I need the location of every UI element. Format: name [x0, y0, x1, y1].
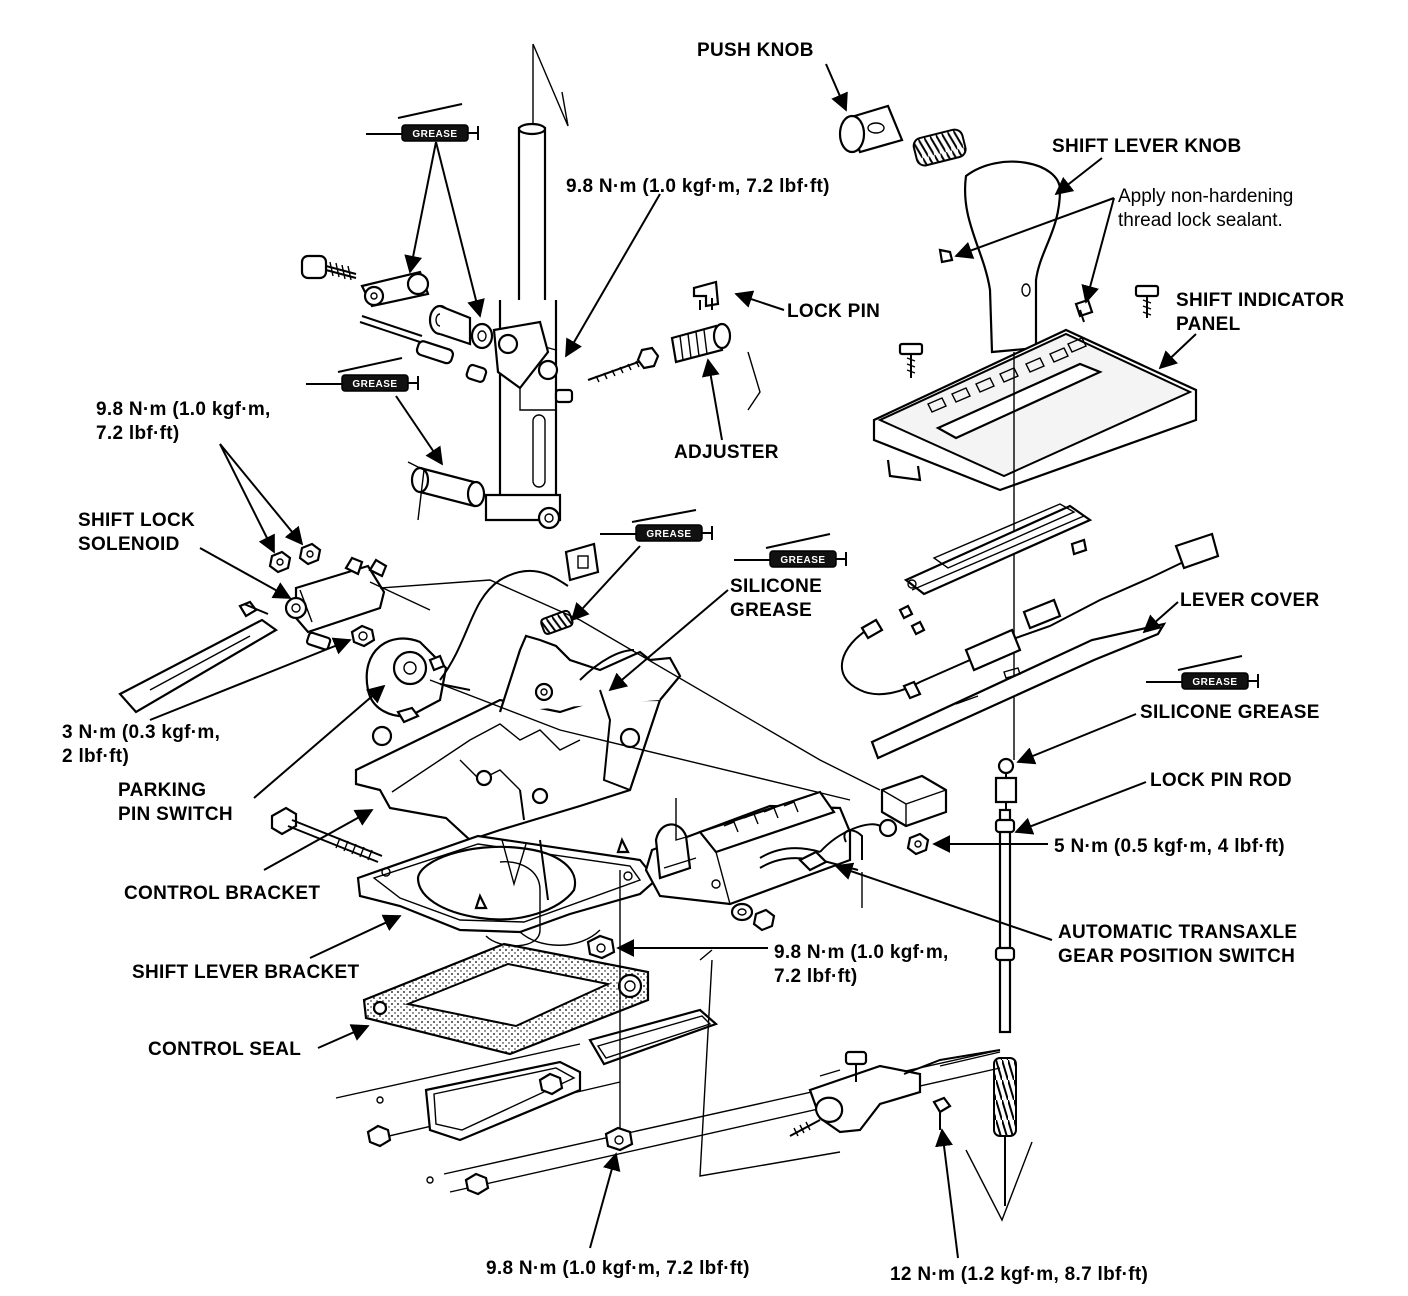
label-atx-line1: AUTOMATIC TRANSAXLE	[1058, 922, 1297, 943]
shift-cable-bracket	[789, 1049, 1001, 1137]
wire-connector-middle	[564, 542, 600, 582]
label-shift-indicator-line2: PANEL	[1176, 314, 1241, 335]
panel-screw-left	[898, 342, 924, 378]
switch-guide-mark	[675, 798, 691, 841]
detent-spring	[540, 609, 574, 635]
label-torque-3nm-line1: 3 N·m (0.3 kgf·m,	[62, 722, 220, 743]
label-silicone-grease-right: SILICONE GREASE	[1140, 702, 1320, 723]
pivot-bolt-upper	[300, 254, 357, 281]
solenoid-link-bar	[118, 600, 332, 714]
label-torque-left-line2: 7.2 lbf·ft)	[96, 423, 180, 444]
label-silicone-grease-mid-line1: SILICONE	[730, 576, 822, 597]
label-control-seal: CONTROL SEAL	[148, 1039, 301, 1060]
label-torque-bottom-right: 12 N·m (1.2 kgf·m, 8.7 lbf·ft)	[890, 1264, 1148, 1285]
bushing-grease-left	[407, 461, 486, 521]
grease-tag: GREASE	[780, 555, 825, 566]
pin-rod-left	[359, 315, 488, 383]
shift-indicator-screw	[1134, 284, 1160, 318]
assembly-guide-line	[369, 581, 431, 611]
label-atx-line2: GEAR POSITION SWITCH	[1058, 946, 1295, 967]
label-shift-lever-knob: SHIFT LEVER KNOB	[1052, 136, 1242, 157]
label-silicone-grease-mid-line2: GREASE	[730, 600, 812, 621]
knob-spring	[912, 128, 967, 167]
label-push-knob: PUSH KNOB	[697, 40, 814, 61]
leader-arrows	[149, 63, 1197, 1259]
shift-lever-knob-part	[938, 160, 1094, 354]
label-lever-cover: LEVER COVER	[1180, 590, 1320, 611]
label-torque-mid-line1: 9.8 N·m (1.0 kgf·m,	[774, 942, 949, 963]
adjuster-part	[587, 322, 732, 383]
indicator-slider-plate	[903, 503, 1093, 596]
gear-switch-connector	[880, 774, 948, 828]
nut-3nm	[350, 624, 376, 648]
solenoid-nuts	[268, 542, 322, 574]
boot-ring	[588, 1008, 719, 1066]
control-seal-part	[362, 942, 650, 1056]
assembly-guide-line	[429, 679, 851, 801]
shift-lever-bracket-part	[356, 834, 658, 947]
washer-and-nut-5nm	[878, 818, 930, 856]
gear-position-switch-part	[644, 790, 852, 906]
control-bracket-part	[354, 634, 682, 842]
label-lock-pin: LOCK PIN	[787, 301, 880, 322]
pivot-link-arm	[360, 270, 430, 308]
floor-plate	[335, 1043, 1001, 1196]
bushing-upper	[428, 304, 494, 350]
shift-lock-solenoid-part	[284, 556, 388, 634]
lock-pin-part	[692, 280, 720, 310]
grease-tag: GREASE	[412, 129, 457, 140]
grease-tag: GREASE	[1192, 677, 1237, 688]
parking-pin-switch-part	[365, 637, 471, 724]
label-parking-pin-line1: PARKING	[118, 780, 206, 801]
lock-pin-rod-part	[965, 757, 1033, 1222]
label-parking-pin-line2: PIN SWITCH	[118, 804, 233, 825]
grease-tag: GREASE	[352, 379, 397, 390]
label-shift-lock-line2: SOLENOID	[78, 534, 180, 555]
grease-tube-icon-top: GREASE	[366, 103, 479, 142]
label-adjuster: ADJUSTER	[674, 442, 779, 463]
lever-cover-part	[870, 622, 1167, 760]
washer-and-nut-lower	[730, 902, 776, 932]
nut-bottom-center	[604, 1126, 634, 1152]
label-torque-left-line1: 9.8 N·m (1.0 kgf·m,	[96, 399, 271, 420]
grease-tube-icon-silicone-mid: GREASE	[734, 533, 847, 568]
nut-mid-center	[586, 934, 616, 960]
label-shift-indicator-line1: SHIFT INDICATOR	[1176, 290, 1344, 311]
label-sealant-line1: Apply non-hardening	[1118, 186, 1293, 207]
label-torque-3nm-line2: 2 lbf·ft)	[62, 746, 129, 767]
grease-tag: GREASE	[646, 529, 691, 540]
label-shift-lever-bracket: SHIFT LEVER BRACKET	[132, 962, 359, 983]
label-sealant-line2: thread lock sealant.	[1118, 210, 1283, 231]
shift-lever-shaft	[484, 43, 569, 530]
control-bracket-bolt	[270, 806, 383, 863]
label-shift-lock-line1: SHIFT LOCK	[78, 510, 195, 531]
assembly-guide-line	[699, 949, 713, 961]
grease-tube-icon-right: GREASE	[1146, 655, 1259, 690]
shift-indicator-panel-part	[872, 328, 1198, 492]
grease-tube-icon-left: GREASE	[306, 357, 419, 392]
label-lock-pin-rod: LOCK PIN ROD	[1150, 770, 1292, 791]
label-torque-mid-line2: 7.2 lbf·ft)	[774, 966, 858, 987]
adjuster-motion-mark	[747, 351, 761, 411]
grease-tube-icon-middle: GREASE	[600, 509, 713, 542]
indicator-wire-harness	[840, 532, 1220, 700]
label-torque-5nm: 5 N·m (0.5 kgf·m, 4 lbf·ft)	[1054, 836, 1285, 857]
label-control-bracket: CONTROL BRACKET	[124, 883, 320, 904]
label-torque-top: 9.8 N·m (1.0 kgf·m, 7.2 lbf·ft)	[566, 176, 830, 197]
lever-pawl-bracket	[492, 320, 574, 404]
assembly-guide-line	[699, 959, 841, 1177]
push-knob-part	[838, 104, 904, 154]
label-torque-bottom-left: 9.8 N·m (1.0 kgf·m, 7.2 lbf·ft)	[486, 1258, 750, 1279]
